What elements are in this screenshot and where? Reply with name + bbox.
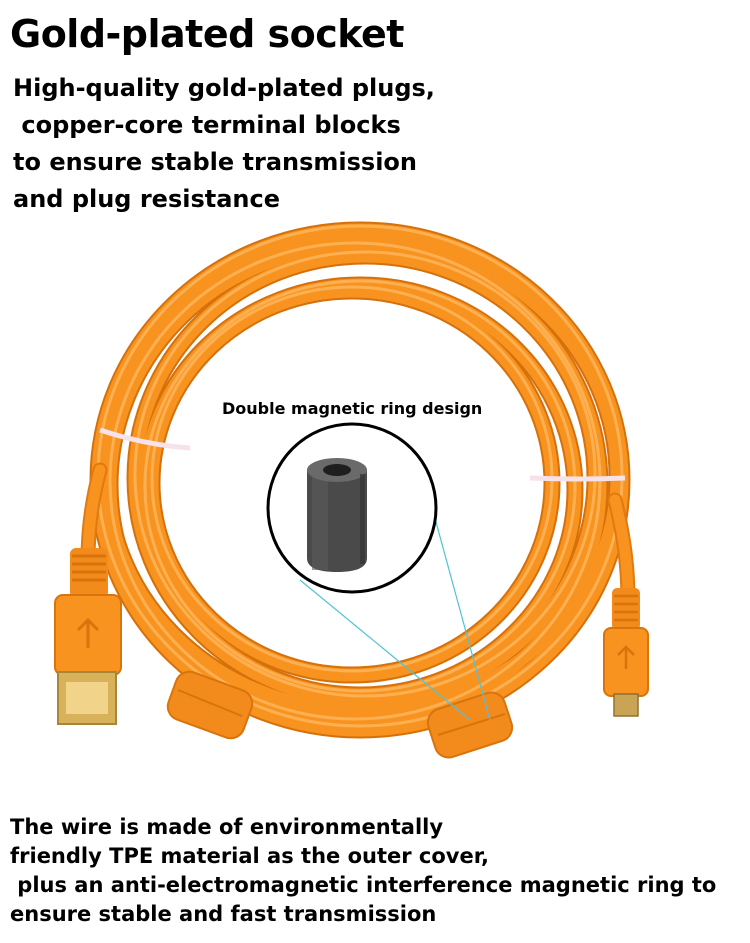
intro-line-3: to ensure stable transmission	[13, 148, 417, 176]
footer-line-1: The wire is made of environmentally	[10, 815, 444, 839]
ferrite-bead-left	[166, 670, 254, 740]
intro-line-1: High-quality gold-plated plugs,	[13, 74, 435, 102]
intro-line-4: and plug resistance	[13, 185, 281, 213]
ferrite-bead-right	[426, 691, 514, 759]
cable-tie-right	[529, 475, 626, 482]
page-title: Gold-plated socket	[10, 12, 404, 56]
callout-lines	[299, 499, 491, 721]
footer-line-4: ensure stable and fast transmission	[10, 902, 437, 926]
intro-text: High-quality gold-plated plugs, copper-c…	[13, 70, 435, 218]
ferrite-core-icon	[307, 458, 367, 572]
footer-text: The wire is made of environmentally frie…	[10, 813, 716, 929]
magnetic-ring-label: Double magnetic ring design	[222, 399, 483, 418]
cable-tie-left	[99, 427, 191, 451]
footer-line-2: friendly TPE material as the outer cover…	[10, 844, 489, 868]
ferrite-zoom-circle	[266, 422, 438, 594]
footer-line-3: plus an anti-electromagnetic interferenc…	[10, 873, 717, 897]
intro-line-2: copper-core terminal blocks	[13, 111, 401, 139]
usb-a-plug-icon	[54, 548, 122, 725]
micro-usb-plug-icon	[603, 588, 649, 717]
